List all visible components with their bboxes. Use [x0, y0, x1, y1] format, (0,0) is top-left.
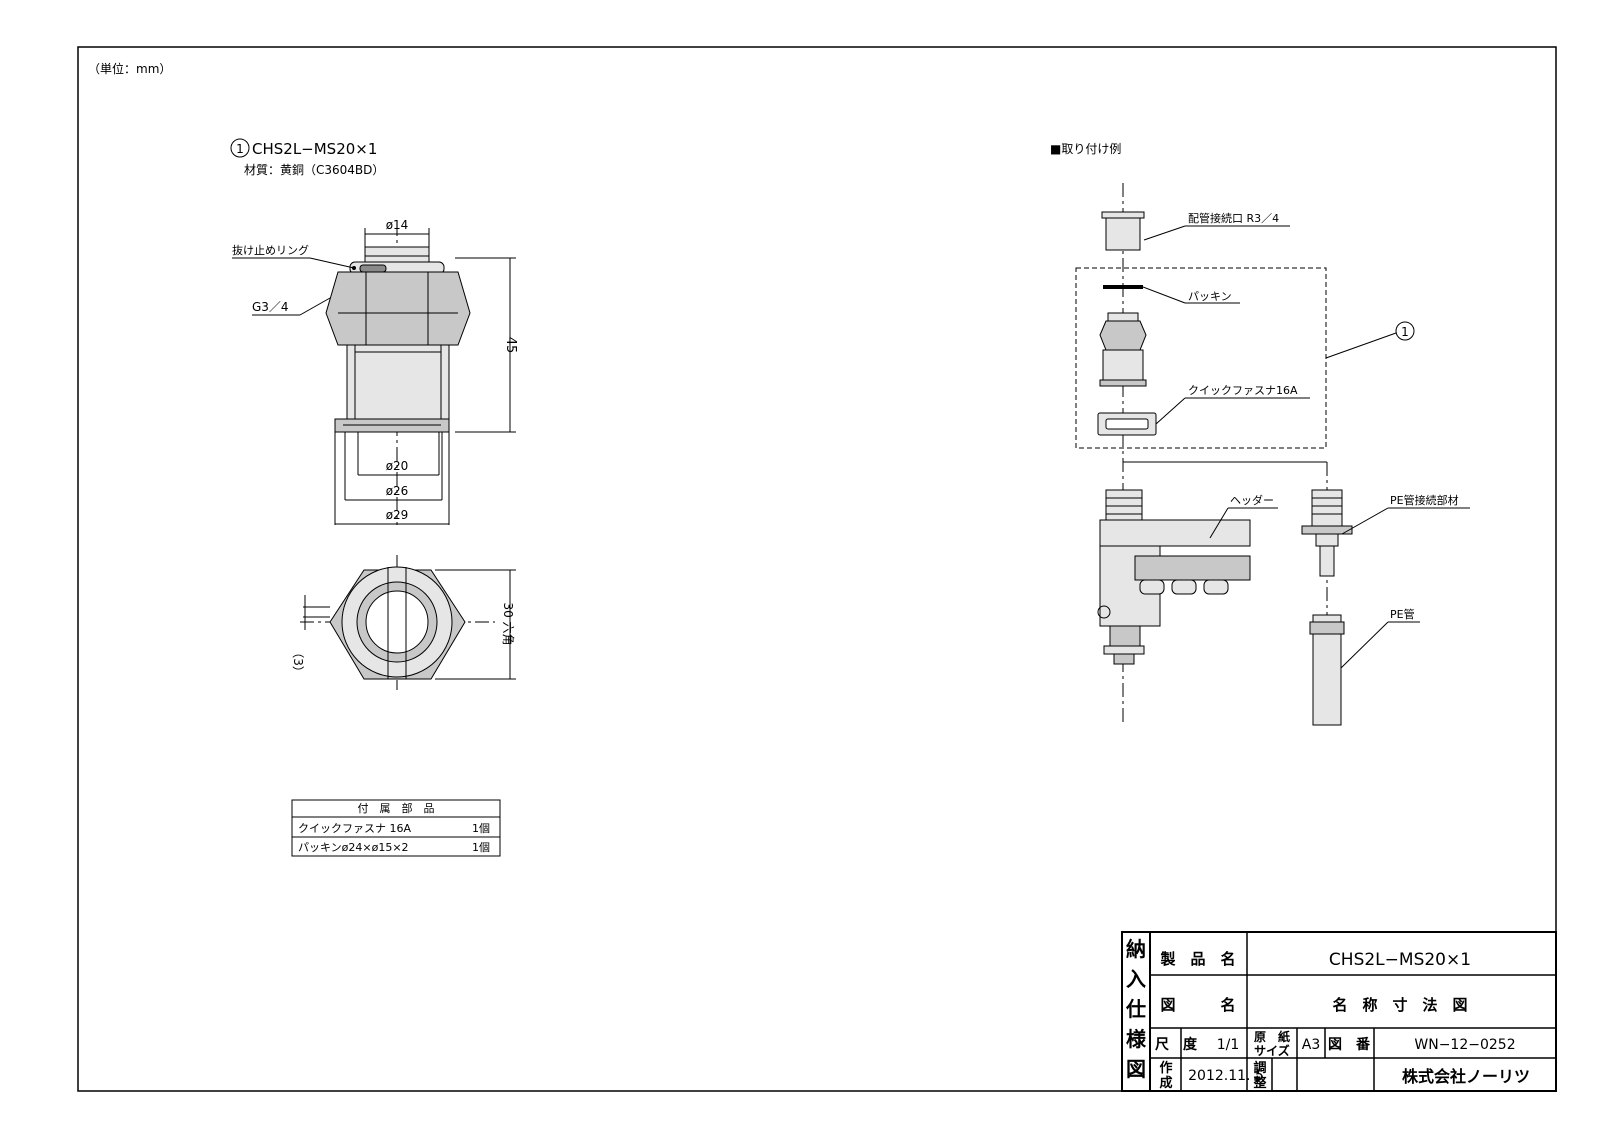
- packing-label: パッキン: [1188, 290, 1232, 303]
- side-char-4: 様: [1126, 1027, 1147, 1051]
- gap-dim: （3）: [291, 646, 305, 678]
- part-material: 材質：黄銅（C3604BD）: [244, 162, 384, 177]
- number-label: 図 番: [1328, 1036, 1371, 1053]
- header-label: ヘッダー: [1230, 493, 1274, 507]
- check-label-1: 調: [1253, 1060, 1266, 1076]
- paper-value: A3: [1302, 1037, 1320, 1053]
- paper-label-1: 原 紙: [1254, 1029, 1290, 1044]
- accessory-name-1: クイックファスナ 16A: [298, 822, 411, 835]
- dia-29: ø29: [386, 508, 409, 522]
- dim-top: ø14: [386, 218, 409, 232]
- side-char-3: 仕: [1125, 997, 1146, 1021]
- ring-label: 抜け止めリング: [232, 243, 309, 257]
- drawing-label: 図 名: [1160, 996, 1235, 1014]
- header-fitting: [1097, 489, 1251, 665]
- paper-label-2: サイズ: [1254, 1043, 1290, 1058]
- company-name: 株式会社ノーリツ: [1402, 1067, 1530, 1086]
- fastener-label: クイックファスナ16A: [1188, 384, 1298, 397]
- drawing-name: 名 称 寸 法 図: [1332, 996, 1467, 1014]
- pe-fitting-label: PE管接続部材: [1390, 493, 1459, 507]
- callout-number: 1: [1401, 325, 1409, 339]
- product-name: CHS2L−MS20×1: [1329, 950, 1471, 970]
- part-number-circle: [230, 138, 250, 158]
- side-char-2: 入: [1126, 967, 1146, 991]
- part-number: 1: [236, 142, 244, 156]
- title-block: 納 入 仕 様 図 製 品 名 CHS2L−MS20×1 図 名 名 称 寸 法…: [1121, 931, 1557, 1092]
- body: [346, 344, 450, 420]
- unit-label: （単位：mm）: [88, 61, 171, 76]
- thread-label: G3／4: [252, 300, 289, 314]
- product-label: 製 品 名: [1159, 950, 1235, 968]
- dia-20: ø20: [386, 459, 409, 473]
- made-label-1: 作: [1159, 1060, 1172, 1076]
- accessory-qty-1: 1個: [472, 822, 490, 835]
- date: 2012.11. 5: [1188, 1068, 1264, 1084]
- accessories-title: 付 属 部 品: [358, 801, 435, 815]
- check-label-2: 整: [1252, 1075, 1267, 1091]
- part-heading: 1 CHS2L−MS20×1 材質：黄銅（C3604BD）: [230, 138, 384, 177]
- height-dim: 45: [503, 337, 518, 354]
- pe-pipe-label: PE管: [1390, 607, 1415, 621]
- scale-value: 1/1: [1217, 1037, 1240, 1053]
- pipe-port-label: 配管接続口 R3／4: [1188, 211, 1279, 225]
- side-char-5: 図: [1126, 1057, 1146, 1081]
- dia-26: ø26: [386, 484, 409, 498]
- side-char-1: 納: [1126, 937, 1146, 961]
- front-view: ø14 抜け止めリング G3／4 45 ø20 ø26 ø29: [232, 218, 518, 525]
- scale-label: 尺 度: [1155, 1036, 1198, 1053]
- number-value: WN−12−0252: [1414, 1037, 1515, 1053]
- hex-nut: [325, 271, 471, 346]
- made-label-2: 成: [1159, 1075, 1172, 1091]
- pe-fitting: [1301, 489, 1353, 577]
- sheet-border: [77, 46, 1557, 1092]
- part-name: CHS2L−MS20×1: [252, 140, 377, 158]
- accessory-qty-2: 1個: [472, 841, 490, 854]
- install-example: ■取り付け例 配管接続口 R3／4 パッキン 1 クイックファスナ16A: [1050, 142, 1470, 726]
- hex-dim: 30 六角: [501, 602, 515, 645]
- accessories-table: 付 属 部 品 クイックファスナ 16A 1個 パッキンø24×ø15×2 1個: [291, 799, 501, 857]
- end-view: 30 六角 （3）: [291, 555, 516, 690]
- install-title: ■取り付け例: [1050, 142, 1121, 156]
- accessory-name-2: パッキンø24×ø15×2: [298, 841, 409, 854]
